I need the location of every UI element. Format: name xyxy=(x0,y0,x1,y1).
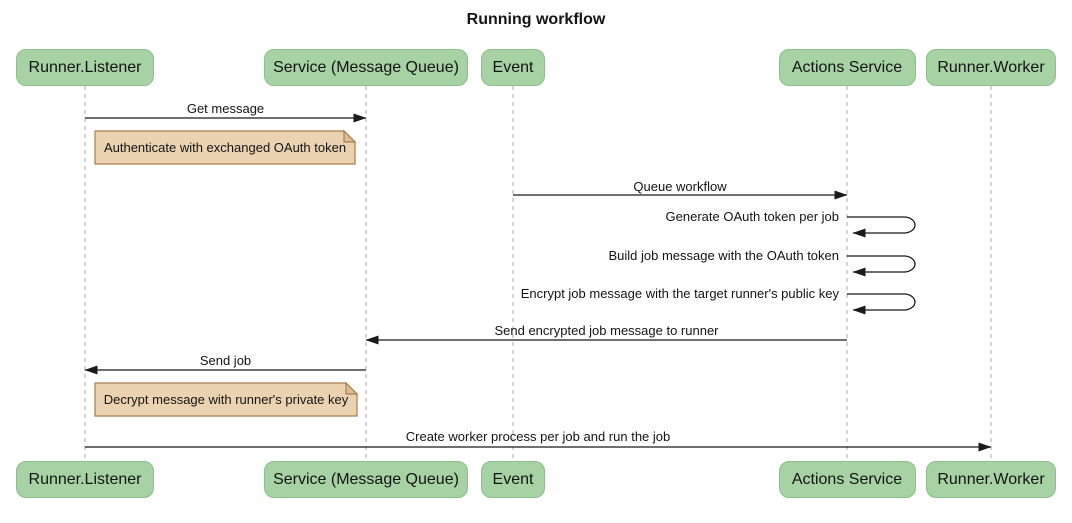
message-label-2: Queue workflow xyxy=(633,179,727,194)
self-message-arrow-4 xyxy=(847,255,916,277)
message-label-7: Send job xyxy=(199,353,252,368)
message-label-4: Build job message with the OAuth token xyxy=(608,248,839,263)
message-label-3: Generate OAuth token per job xyxy=(665,209,839,224)
participant-service-message-queue-top: Service (Message Queue) xyxy=(264,49,468,86)
message-label-0: Get message xyxy=(186,101,265,116)
participant-runner-listener-bottom: Runner.Listener xyxy=(16,461,154,498)
self-message-arrow-5 xyxy=(847,293,916,315)
participant-actions-service-top: Actions Service xyxy=(778,49,916,86)
note-1 xyxy=(94,130,356,165)
participant-runner-worker-top: Runner.Worker xyxy=(926,49,1056,86)
note-fold-icon xyxy=(345,381,359,395)
note-8 xyxy=(94,382,358,417)
message-label-5: Encrypt job message with the target runn… xyxy=(520,286,839,301)
participant-service-message-queue-bottom: Service (Message Queue) xyxy=(264,461,468,498)
participant-event-bottom: Event xyxy=(481,461,545,498)
note-label-8: Decrypt message with runner's private ke… xyxy=(103,391,349,407)
participant-runner-worker-bottom: Runner.Worker xyxy=(926,461,1056,498)
participant-actions-service-bottom: Actions Service xyxy=(778,461,916,498)
note-label-1: Authenticate with exchanged OAuth token xyxy=(103,139,347,155)
participant-runner-listener-top: Runner.Listener xyxy=(16,49,154,86)
note-fold-icon xyxy=(343,129,357,143)
message-label-9: Create worker process per job and run th… xyxy=(405,429,671,444)
self-message-arrow-3 xyxy=(847,216,916,238)
participant-event-top: Event xyxy=(481,49,545,86)
message-label-6: Send encrypted job message to runner xyxy=(494,323,719,338)
diagram-title: Running workflow xyxy=(466,11,606,28)
